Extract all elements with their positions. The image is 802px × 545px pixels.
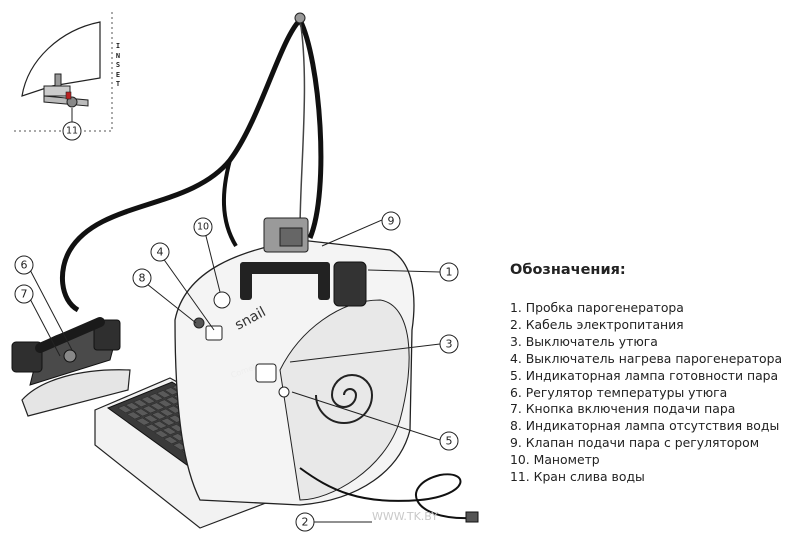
pedal-grid-cell <box>154 430 169 438</box>
callout-2 <box>295 512 315 532</box>
legend-item-8: 8. Индикаторная лампа отсутствия воды <box>510 418 780 434</box>
callout-label-10: 10 <box>197 222 209 233</box>
callout-10 <box>193 217 213 237</box>
legend-item-3: 3. Выключатель утюга <box>510 333 658 349</box>
callout-label-8: 8 <box>139 272 146 285</box>
callout-label-1: 1 <box>446 266 453 279</box>
callout-label-6: 6 <box>21 259 28 272</box>
callout-7 <box>14 284 34 304</box>
steam-iron <box>11 317 131 417</box>
callout-1 <box>439 262 459 282</box>
callout-label-11: 11 <box>66 126 78 137</box>
pedal-grid-cell <box>160 417 176 426</box>
inset-panel <box>14 12 113 132</box>
pedal-grid-cell <box>148 393 164 402</box>
pedal-grid-cell <box>143 414 159 423</box>
pedal-grid-cell <box>156 390 172 399</box>
pedal-grid-cell <box>162 427 177 435</box>
callout-11 <box>62 121 82 141</box>
pedal-grid-cell <box>152 420 168 429</box>
callout-8 <box>132 268 152 288</box>
pedal-grid-cell <box>163 436 179 445</box>
power-cable <box>299 467 471 520</box>
callout-label-9: 9 <box>388 215 395 228</box>
callout-5 <box>439 431 459 451</box>
pedal-grid-cell <box>126 411 142 420</box>
pedal-grid-cell <box>117 405 133 414</box>
callout-label-2: 2 <box>302 516 309 529</box>
pedal-grid-cell <box>157 399 173 408</box>
pedal-grid-cell <box>125 402 140 411</box>
callout-leaders <box>27 108 441 523</box>
legend-item-7: 7. Кнопка включения подачи пара <box>510 401 736 417</box>
callout-3 <box>439 334 459 354</box>
callout-6 <box>14 255 34 275</box>
pedal-grid-cell <box>159 408 174 417</box>
legend-item-9: 9. Клапан подачи пара с регулятором <box>510 435 760 451</box>
legend-title: Обозначения: <box>510 262 626 278</box>
pedal-grid-cell <box>135 417 151 426</box>
pedal-grid-cell <box>145 423 160 432</box>
legend-list: 1. Пробка парогенератора 2. Кабель элект… <box>510 300 800 486</box>
legend-item-1: 1. Пробка парогенератора <box>510 300 684 315</box>
legend-item-10: 10. Манометр <box>510 452 600 468</box>
legend-item-11: 11. Кран слива воды <box>510 469 645 485</box>
pedal-grid-cell <box>151 411 167 420</box>
watermark: WWW.TK.BY <box>372 510 438 523</box>
callout-label-5: 5 <box>446 435 453 448</box>
pedal-grid-cell <box>133 399 148 408</box>
pedal-grid-cell <box>150 402 165 411</box>
legend-item-2: 2. Кабель электропитания <box>510 316 684 332</box>
legend-item-4: 4. Выключатель нагрева парогенератора <box>510 350 783 366</box>
steam-hose <box>59 15 324 313</box>
legend: Обозначения: 1. Пробка парогенератора 2.… <box>510 262 800 486</box>
pedal-grid-cell <box>142 405 157 414</box>
callout-label-3: 3 <box>446 338 453 351</box>
pedal-grid-cell <box>140 396 156 405</box>
generator-body <box>174 217 415 506</box>
legend-item-6: 6. Регулятор температуры утюга <box>510 384 728 400</box>
callout-9 <box>381 211 401 231</box>
callout-4 <box>150 242 170 262</box>
callout-label-7: 7 <box>21 288 28 301</box>
callout-label-4: 4 <box>157 246 164 259</box>
legend-item-5: 5. Индикаторная лампа готовности пара <box>510 367 779 383</box>
pedal-grid-cell <box>134 408 150 417</box>
callouts <box>14 121 459 532</box>
